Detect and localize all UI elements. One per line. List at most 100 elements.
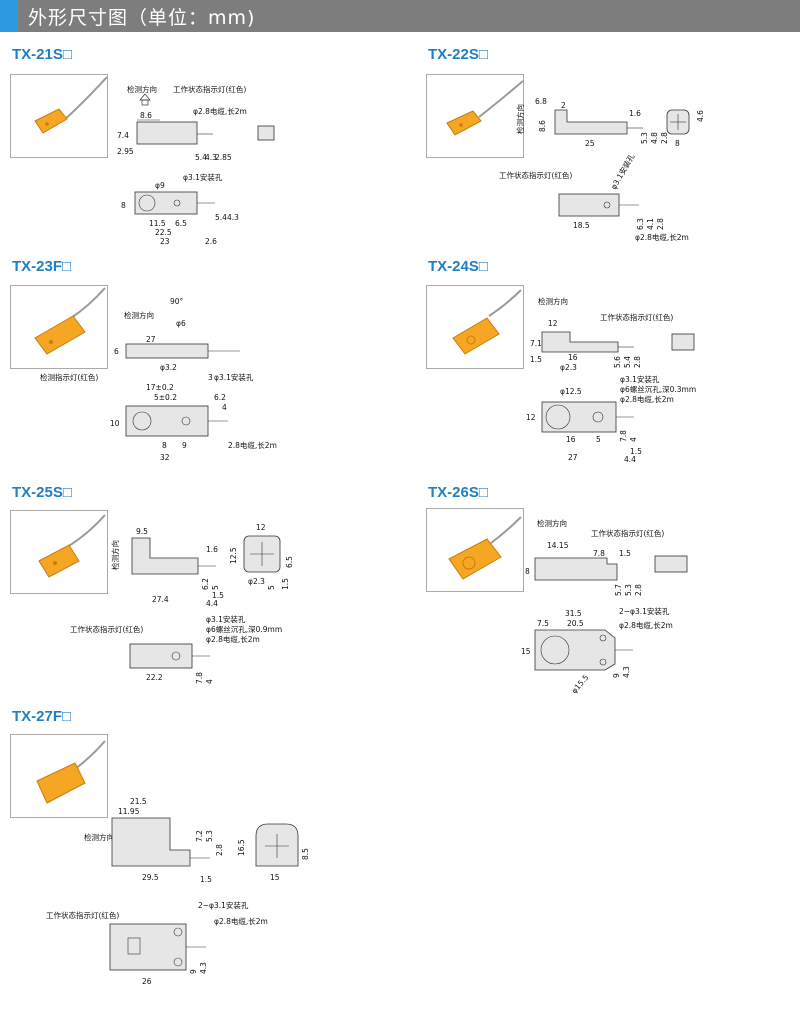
dim-tx26s-6: 5.3	[624, 584, 633, 596]
dim-tx24s-13: 7.8	[619, 430, 628, 442]
dim-tx23f-13: 9	[182, 441, 187, 450]
dim-tx22s-10: 8	[675, 139, 680, 148]
dim-tx21s-3: 2.95	[117, 147, 134, 156]
dim-tx25s-3: 6.2	[201, 578, 210, 590]
dim-tx22s-8: 2.8	[660, 132, 669, 144]
dim-tx23f-2: φ6	[176, 319, 186, 328]
top-view-body-tx26s	[534, 629, 616, 671]
dim-tx25s-2: 1.6	[206, 545, 218, 554]
side-view-body-tx24s	[541, 331, 619, 353]
top-view-body-tx25s	[129, 643, 193, 669]
model-title-tx23f: TX-23F□	[12, 258, 72, 275]
dim-tx24s-2: 7.1	[530, 339, 542, 348]
label-hole-tx27f: 2−φ3.1安装孔	[198, 900, 249, 910]
dim-tx25s-10: 6.5	[285, 556, 294, 568]
dim-tx24s-11: 16	[566, 435, 576, 444]
dim-tx24s-12: 5	[596, 435, 601, 444]
label-cable-tx23f: 2.8电缆,长2m	[228, 440, 277, 450]
dim-tx24s-6: 5.6	[613, 356, 622, 368]
dim-tx22s-4: 25	[585, 139, 595, 148]
sensor-image-tx21s	[34, 76, 108, 134]
dim-tx25s-9: 12.5	[229, 547, 238, 564]
photo-tx22s	[426, 74, 524, 158]
drawing-tx26s: 检测方向 工作状态指示灯(红色) 14.15 7.8 1.5 8 5.7 5.3…	[521, 518, 688, 696]
side-view-body-tx25s	[131, 537, 199, 575]
dim-tx26s-1: 14.15	[547, 541, 569, 550]
dim-tx25s-8: 12	[256, 523, 266, 532]
label-direction-tx25s: 检测方向	[110, 540, 120, 570]
model-title-tx27f: TX-27F□	[12, 708, 72, 725]
model-title-tx22s: TX-22S□	[428, 46, 488, 63]
dim-tx22s-12: 6.3	[636, 218, 645, 230]
sensor-image-tx25s	[38, 514, 106, 578]
dim-tx24s-14: 4	[629, 437, 638, 442]
dim-tx25s-15: 7.8	[195, 672, 204, 684]
dim-tx22s-5: 1.6	[629, 109, 641, 118]
dim-tx21s-5: 4.3	[205, 153, 217, 162]
dim-tx26s-12: φ15.5	[570, 673, 591, 696]
header-accent	[0, 0, 18, 32]
label-counterbore-tx24s: φ6螺丝沉孔,深0.3mm	[620, 384, 696, 394]
label-hole-tx22s: φ3.1安装孔	[608, 151, 637, 191]
dim-tx25s-14: 22.2	[146, 673, 163, 682]
dim-tx23f-8: 3	[208, 373, 213, 382]
dim-tx25s-12: 5	[267, 585, 276, 590]
dim-tx23f-3: 27	[146, 335, 156, 344]
photo-tx23f	[10, 285, 108, 369]
label-direction-tx24s: 检测方向	[538, 296, 568, 306]
photo-tx27f	[10, 734, 108, 818]
dim-tx22s-2: 2	[561, 101, 566, 110]
photo-tx24s	[426, 285, 524, 369]
dim-tx26s-4: 8	[525, 567, 530, 576]
drawing-tx23f: 90° 检测方向 φ6 27 6 φ3.2 检测指示灯(红色) φ3.1安装孔 …	[40, 297, 277, 462]
label-cable-tx24s: φ2.8电缆,长2m	[620, 394, 674, 404]
dim-tx23f-5: φ3.2	[160, 363, 177, 372]
dim-tx22s-7: 4.8	[650, 132, 659, 144]
label-indicator-tx23f: 检测指示灯(红色)	[40, 372, 98, 382]
dim-tx27f-6: 16.5	[237, 839, 246, 856]
dim-tx24s-16: 27	[568, 453, 578, 462]
label-indicator-tx21s: 工作状态指示灯(红色)	[173, 84, 246, 94]
dim-tx26s-5: 5.7	[614, 584, 623, 596]
dim-tx21s-14: 5.4	[215, 213, 227, 222]
dim-tx26s-11: 15	[521, 647, 531, 656]
dim-tx24s-7: 5.4	[623, 356, 632, 368]
label-cable-tx27f: φ2.8电缆,长2m	[214, 916, 268, 926]
dim-tx24s-4: 16	[568, 353, 578, 362]
label-indicator-tx25s: 工作状态指示灯(红色)	[70, 624, 143, 634]
label-indicator-tx24s: 工作状态指示灯(红色)	[600, 312, 673, 322]
dim-tx23f-4: 6	[114, 347, 119, 356]
dim-tx24s-15: 1.5	[630, 447, 642, 456]
dim-tx21s-10: 6.5	[175, 219, 187, 228]
model-title-tx24s: TX-24S□	[428, 258, 488, 275]
sensor-image-tx23f	[34, 287, 106, 355]
drawing-tx21s: 检测方向 工作状态指示灯(红色) 8.6 φ2.8电缆,长2m 7.4 2.95…	[117, 84, 275, 246]
dim-tx25s-5: 1.5	[212, 591, 224, 600]
dim-tx21s-9: 11.5	[149, 219, 166, 228]
sensor-image-tx22s	[446, 80, 524, 136]
dim-tx22s-1: 6.8	[535, 97, 547, 106]
label-direction-tx22s: 检测方向	[515, 104, 525, 134]
dim-tx23f-1: 90°	[170, 297, 184, 306]
dim-tx21s-11: 22.5	[155, 228, 172, 237]
dim-tx24s-9: φ12.5	[560, 387, 582, 396]
label-direction-tx21s: 检测方向	[127, 84, 157, 94]
label-cable-tx25s: φ2.8电缆,长2m	[206, 634, 260, 644]
dim-tx24s-3: 1.5	[530, 355, 542, 364]
photo-tx25s	[10, 510, 108, 594]
dim-tx23f-11: 10	[110, 419, 120, 428]
header-title: 外形尺寸图（单位：mm)	[28, 7, 256, 29]
end-view-tx21s	[257, 125, 275, 141]
dim-tx26s-14: 4.3	[622, 666, 631, 678]
label-direction-tx26s: 检测方向	[537, 518, 567, 528]
label-hole-tx26s: 2−φ3.1安装孔	[619, 606, 670, 616]
label-cable-tx21s: φ2.8电缆,长2m	[193, 106, 247, 116]
label-hole-tx25s: φ3.1安装孔	[206, 614, 246, 624]
dim-tx26s-2: 7.8	[593, 549, 605, 558]
drawing-tx24s: 检测方向 工作状态指示灯(红色) 12 7.1 1.5 16 φ2.3 5.6 …	[526, 296, 696, 464]
sensor-image-tx24s	[452, 289, 522, 355]
top-view-body-tx23f	[125, 405, 209, 437]
label-direction-tx27f: 检测方向	[84, 832, 114, 842]
dim-tx25s-4: 5	[211, 585, 220, 590]
dim-tx25s-1: 9.5	[136, 527, 148, 536]
